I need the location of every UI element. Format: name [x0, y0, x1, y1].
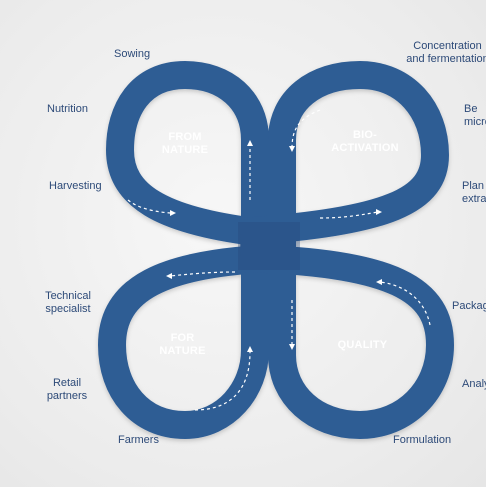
quadrant-label-quality: QUALITY	[337, 339, 388, 351]
quadrant-label-for-nature: FOR NATURE	[159, 332, 206, 357]
arrowhead-icon	[166, 273, 172, 279]
label-formulation: Formulation	[393, 434, 452, 446]
label-analysis: Analy	[462, 378, 486, 390]
label-plant-extracts: Plan extra	[462, 180, 486, 205]
label-harvesting: Harvesting	[49, 180, 102, 192]
band-top-left-lobe	[106, 61, 269, 246]
flow-arrow-center-right	[319, 211, 379, 219]
arrowhead-icon	[376, 209, 382, 215]
band-bottom-left-lobe	[98, 232, 283, 439]
arrowhead-icon	[289, 344, 295, 350]
flow-arrow-bottom-right	[379, 281, 431, 326]
label-technical-specialist: Technical specialist	[45, 290, 91, 315]
flow-arrow-top-left	[127, 199, 171, 214]
center-weave	[238, 222, 300, 270]
label-beneficial-micro: Be micro	[464, 103, 486, 128]
arrowhead-icon	[170, 210, 176, 216]
flow-arrow-bottom-left	[169, 271, 236, 277]
band-bottom-right-lobe	[239, 232, 454, 439]
arrowhead-icon	[247, 140, 253, 146]
flow-arrow-top-right	[291, 109, 321, 149]
quadrant-label-bio-activation: BIO- ACTIVATION	[331, 129, 399, 154]
arrowhead-icon	[289, 146, 295, 152]
label-retail-partners: Retail partners	[46, 377, 88, 402]
label-packaging: Packag	[452, 300, 486, 312]
label-farmers: Farmers	[118, 434, 159, 446]
label-concentration: Concentration and fermentation	[406, 40, 486, 65]
quadrant-label-from-nature: FROM NATURE	[161, 131, 209, 156]
arrowhead-icon	[376, 279, 382, 285]
label-sowing: Sowing	[114, 48, 151, 60]
flow-arrow-bottom-center	[194, 351, 251, 411]
arrowhead-icon	[247, 346, 253, 352]
label-nutrition: Nutrition	[47, 103, 88, 115]
